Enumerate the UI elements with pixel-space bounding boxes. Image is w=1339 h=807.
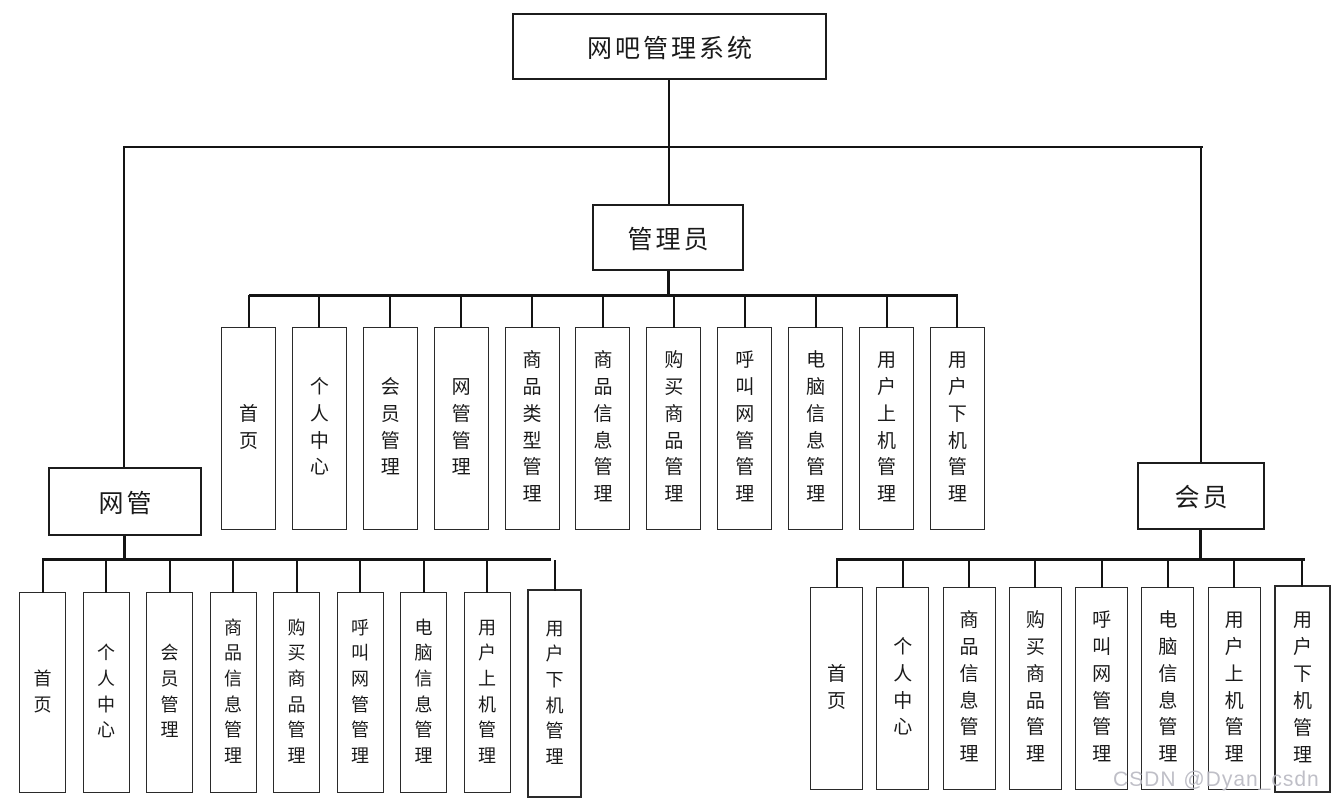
member-node-personal-center: 个人中心 <box>876 559 930 790</box>
node-label: 用户上机管理 <box>1224 609 1244 766</box>
node-netadmin: 网管 <box>48 467 202 536</box>
member-node-computer-info-mgmt: 电脑信息管理 <box>1141 559 1195 790</box>
node-label: 网管管理 <box>451 376 471 479</box>
node-label: 商品信息管理 <box>224 617 242 766</box>
admin-node-computer-info-mgmt: 电脑信息管理 <box>788 295 844 530</box>
node-netadmin-label: 网管 <box>98 490 155 518</box>
netadmin-node-home: 首页 <box>19 559 66 793</box>
node-label: 用户下机管理 <box>545 618 564 767</box>
member-node-user-off-mgmt: 用户下机管理 <box>1273 560 1331 793</box>
connector-member-drop <box>1200 146 1202 462</box>
node-label: 商品信息管理 <box>959 609 979 766</box>
node-label: 用户下机管理 <box>947 349 967 506</box>
node-label: 电脑信息管理 <box>1158 609 1178 766</box>
member-children-row: 首页 个人中心 商品信息管理 购买商品管理 呼叫网管管理 电脑信息管理 用户上机… <box>810 559 1331 793</box>
netadmin-node-product-info-mgmt: 商品信息管理 <box>209 559 257 793</box>
node-label: 首页 <box>33 668 52 715</box>
netadmin-children-row: 首页 个人中心 会员管理 商品信息管理 购买商品管理 呼叫网管管理 电脑信息管理… <box>19 559 582 798</box>
node-label: 商品信息管理 <box>593 349 613 506</box>
node-label: 会员管理 <box>380 376 400 479</box>
member-node-product-info-mgmt: 商品信息管理 <box>942 559 996 790</box>
netadmin-node-computer-info-mgmt: 电脑信息管理 <box>400 559 447 793</box>
connector-root-drop <box>668 80 670 146</box>
member-node-purchase-product-mgmt: 购买商品管理 <box>1008 559 1062 790</box>
netadmin-node-member-mgmt: 会员管理 <box>146 559 193 793</box>
member-node-home: 首页 <box>810 559 863 790</box>
netadmin-node-user-off-mgmt: 用户下机管理 <box>527 560 582 798</box>
admin-node-product-info-mgmt: 商品信息管理 <box>575 295 631 530</box>
netadmin-node-purchase-product-mgmt: 购买商品管理 <box>273 559 320 793</box>
netadmin-node-personal-center: 个人中心 <box>82 559 130 793</box>
admin-node-netadmin-mgmt: 网管管理 <box>433 295 489 530</box>
admin-node-personal-center: 个人中心 <box>291 295 347 530</box>
node-label: 个人中心 <box>893 636 913 739</box>
node-label: 首页 <box>238 403 258 452</box>
admin-node-user-on-mgmt: 用户上机管理 <box>859 295 915 530</box>
admin-node-product-type-mgmt: 商品类型管理 <box>504 295 560 530</box>
node-label: 购买商品管理 <box>1025 609 1045 766</box>
node-member-label: 会员 <box>1174 485 1231 512</box>
node-root-label: 网吧管理系统 <box>586 35 755 63</box>
node-label: 呼叫网管管理 <box>735 349 755 506</box>
member-node-call-netadmin-mgmt: 呼叫网管管理 <box>1075 559 1129 790</box>
connector-admin-drop <box>668 146 670 204</box>
node-label: 购买商品管理 <box>287 617 306 766</box>
node-label: 电脑信息管理 <box>806 349 826 506</box>
node-label: 购买商品管理 <box>664 349 684 506</box>
node-admin-label: 管理员 <box>627 226 712 254</box>
netadmin-node-user-on-mgmt: 用户上机管理 <box>463 559 511 793</box>
node-label: 呼叫网管管理 <box>1092 609 1112 766</box>
node-label: 个人中心 <box>97 643 115 741</box>
node-root: 网吧管理系统 <box>512 13 827 80</box>
netadmin-node-call-netadmin-mgmt: 呼叫网管管理 <box>336 559 384 793</box>
member-node-user-on-mgmt: 用户上机管理 <box>1207 559 1261 790</box>
connector-member-out <box>1199 530 1202 558</box>
node-label: 个人中心 <box>309 376 329 479</box>
admin-node-call-netadmin-mgmt: 呼叫网管管理 <box>717 295 773 530</box>
node-label: 电脑信息管理 <box>414 617 433 766</box>
connector-netadmin-out <box>123 536 126 558</box>
node-label: 用户下机管理 <box>1292 610 1312 766</box>
node-label: 用户上机管理 <box>877 349 897 506</box>
admin-node-user-off-mgmt: 用户下机管理 <box>929 295 985 530</box>
node-label: 呼叫网管管理 <box>351 617 369 766</box>
connector-netadmin-drop <box>123 146 125 467</box>
node-label: 会员管理 <box>160 643 179 741</box>
admin-node-home: 首页 <box>221 295 276 530</box>
admin-children-row: 首页 个人中心 会员管理 网管管理 商品类型管理 商品信息管理 购买商品管理 呼… <box>221 295 985 530</box>
admin-node-member-mgmt: 会员管理 <box>362 295 418 530</box>
node-label: 首页 <box>826 663 846 712</box>
connector-admin-out <box>667 271 670 294</box>
connector-top-bus <box>123 146 1203 148</box>
node-member: 会员 <box>1137 462 1265 530</box>
node-label: 用户上机管理 <box>478 617 496 766</box>
node-label: 商品类型管理 <box>522 349 542 506</box>
admin-node-purchase-product-mgmt: 购买商品管理 <box>646 295 702 530</box>
node-admin: 管理员 <box>592 204 744 271</box>
connector-member-bus <box>836 558 1305 561</box>
